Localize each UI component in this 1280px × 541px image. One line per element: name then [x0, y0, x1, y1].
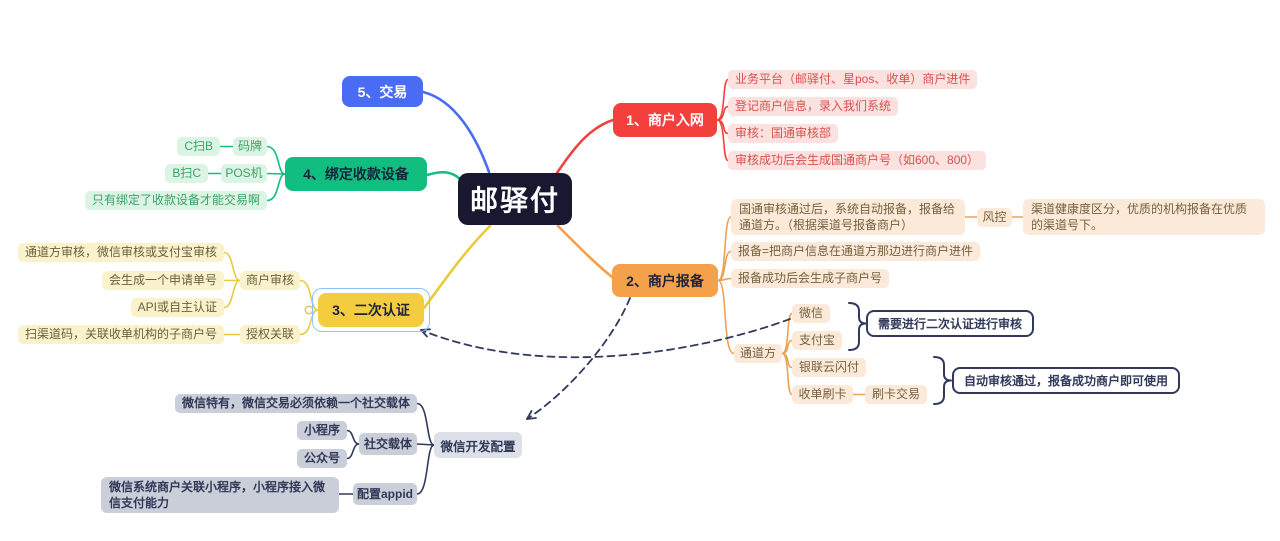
- auth-child-edges: [223, 251, 319, 336]
- central-topic[interactable]: 邮驿付: [458, 173, 572, 225]
- node-onboard-item-3[interactable]: 审核：国通审核部: [728, 124, 839, 143]
- node-pos-machine[interactable]: POS机: [221, 164, 267, 183]
- callout-auto-pass[interactable]: 自动审核通过，报备成功商户即可使用: [952, 367, 1181, 394]
- brace-auto-pass: [933, 356, 952, 405]
- branch-merchant-report[interactable]: 2、商户报备: [612, 264, 718, 297]
- branch-secondary-auth[interactable]: 3、二次认证: [318, 293, 424, 327]
- bind-child-edges: [207, 145, 286, 202]
- node-appid-note[interactable]: 微信系统商户关联小程序，小程序接入微信支付能力: [101, 477, 339, 513]
- selection-outline: [312, 288, 430, 332]
- node-channel-acquiring[interactable]: 收单刷卡: [792, 385, 853, 404]
- node-review-item-3[interactable]: API或自主认证: [130, 298, 224, 317]
- onboard-child-edges: [716, 78, 729, 162]
- node-wechat-note[interactable]: 微信特有，微信交易必须依赖一个社交载体: [174, 394, 417, 413]
- node-review-item-1[interactable]: 通道方审核，微信审核或支付宝审核: [17, 243, 224, 262]
- node-report-definition[interactable]: 报备=把商户信息在通道方那边进行商户进件: [731, 242, 981, 261]
- node-risk-control[interactable]: 风控: [977, 208, 1012, 227]
- report-child-edges: [717, 216, 1024, 396]
- brace-secondary-auth: [848, 302, 867, 351]
- node-config-appid[interactable]: 配置appid: [353, 483, 417, 505]
- callout-secondary-auth[interactable]: 需要进行二次认证进行审核: [866, 310, 1035, 337]
- node-channel-wechat[interactable]: 微信: [792, 304, 831, 323]
- node-onboard-item-2[interactable]: 登记商户信息，录入我们系统: [728, 97, 899, 116]
- node-channel-alipay[interactable]: 支付宝: [792, 331, 843, 350]
- node-sub-merchant-note[interactable]: 报备成功后会生成子商户号: [731, 269, 890, 288]
- node-risk-note[interactable]: 渠道健康度区分，优质的机构报备在优质的渠道号下。: [1023, 199, 1265, 235]
- node-wechat-dev-config[interactable]: 微信开发配置: [434, 432, 522, 458]
- node-review-item-2[interactable]: 会生成一个申请单号: [101, 271, 224, 290]
- wechat-dev-edges: [338, 402, 435, 495]
- node-c-scan-b[interactable]: C扫B: [177, 137, 220, 156]
- node-social-carrier[interactable]: 社交载体: [359, 433, 417, 455]
- branch-merchant-onboard[interactable]: 1、商户入网: [613, 103, 717, 137]
- node-b-scan-c[interactable]: B扫C: [165, 164, 208, 183]
- node-onboard-item-4[interactable]: 审核成功后会生成国通商户号（如600、800）: [728, 151, 987, 170]
- node-auto-report-note[interactable]: 国通审核通过后，系统自动报备，报备给通道方。（根据渠道号报备商户）: [731, 199, 965, 235]
- node-official-account[interactable]: 公众号: [296, 449, 347, 468]
- node-channel-party[interactable]: 通道方: [734, 344, 782, 363]
- node-channel-unionpay[interactable]: 银联云闪付: [792, 358, 867, 377]
- node-qr-plate[interactable]: 码牌: [233, 137, 267, 156]
- node-swipe-trade[interactable]: 刷卡交易: [865, 385, 928, 404]
- main-branch-edges: [421, 90, 615, 310]
- branch-trade[interactable]: 5、交易: [342, 76, 423, 107]
- node-auth-link[interactable]: 授权关联: [240, 325, 300, 344]
- node-auth-item[interactable]: 扫渠道码，关联收单机构的子商户号: [17, 325, 224, 344]
- node-bind-note[interactable]: 只有绑定了收款设备才能交易啊: [84, 191, 267, 210]
- branch-bind-devices[interactable]: 4、绑定收款设备: [285, 157, 427, 191]
- node-mini-program[interactable]: 小程序: [296, 421, 347, 440]
- node-onboard-item-1[interactable]: 业务平台（邮驿付、星pos、收单）商户进件: [728, 70, 978, 89]
- node-merchant-review[interactable]: 商户审核: [240, 271, 300, 290]
